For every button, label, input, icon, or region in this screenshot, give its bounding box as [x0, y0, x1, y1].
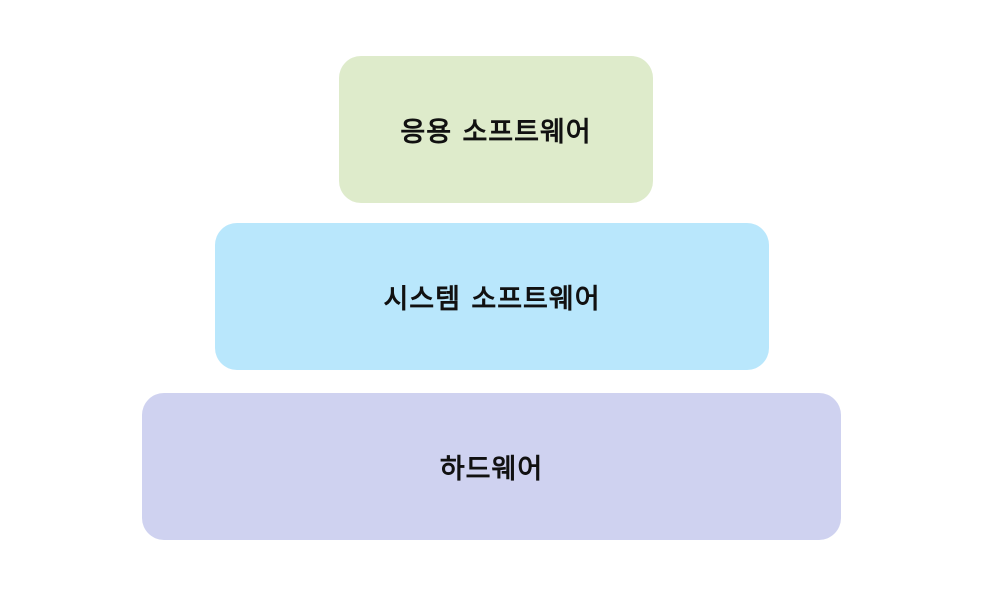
application-software-layer: 응용 소프트웨어: [339, 56, 653, 203]
system-software-label: 시스템 소프트웨어: [383, 284, 601, 315]
hardware-layer: 하드웨어: [142, 393, 841, 540]
system-software-layer: 시스템 소프트웨어: [215, 223, 769, 370]
application-software-label: 응용 소프트웨어: [400, 117, 592, 148]
hardware-label: 하드웨어: [439, 454, 544, 485]
